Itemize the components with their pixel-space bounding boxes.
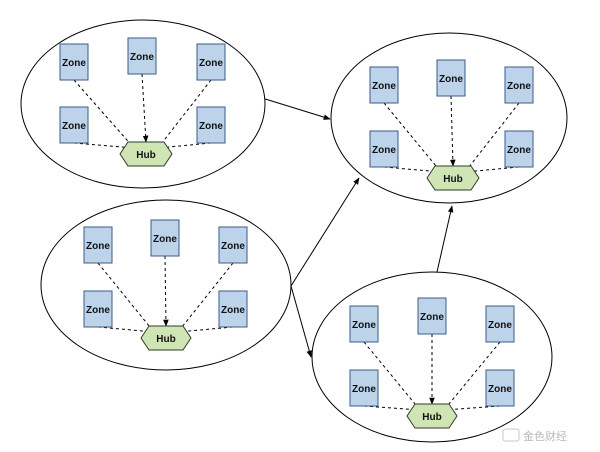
zone-box <box>504 66 534 104</box>
zone-box <box>218 290 248 328</box>
zone-label: Zone <box>221 241 245 252</box>
zone-to-hub-connector <box>464 102 520 173</box>
hub-hexagon <box>140 325 192 351</box>
zone-node: Zone <box>196 106 226 144</box>
hub-node: Hub <box>406 403 458 429</box>
zone-node: Zone <box>485 305 515 343</box>
zone-label: Zone <box>420 312 444 323</box>
zone-to-hub-connector <box>363 341 421 411</box>
zone-box <box>417 297 447 335</box>
zone-box <box>349 369 379 407</box>
zone-to-hub-connector <box>97 262 155 333</box>
hub-node: Hub <box>426 165 480 191</box>
watermark-logo-icon <box>502 428 520 442</box>
link-topleft-to-topright <box>261 97 331 120</box>
zone-node: Zone <box>504 130 534 168</box>
zone-node: Zone <box>369 66 399 104</box>
zone-node: Zone <box>196 43 226 81</box>
zone-label: Zone <box>352 320 376 331</box>
zone-label: Zone <box>153 234 177 245</box>
zone-node: Zone <box>485 369 515 407</box>
zone-label: Zone <box>439 74 463 85</box>
zone-label: Zone <box>352 384 376 395</box>
zone-node: Zone <box>349 305 379 343</box>
zone-box <box>196 106 226 144</box>
zone-box <box>83 290 113 328</box>
zone-label: Zone <box>199 121 223 132</box>
zone-label: Zone <box>507 145 531 156</box>
zone-box <box>504 130 534 168</box>
zone-node: Zone <box>59 43 89 81</box>
zone-node: Zone <box>349 369 379 407</box>
zone-box <box>59 106 89 144</box>
hub-label: Hub <box>422 412 441 423</box>
zone-label: Zone <box>221 305 245 316</box>
zone-box <box>349 305 379 343</box>
zone-node: Zone <box>127 37 157 75</box>
zone-node: Zone <box>218 226 248 264</box>
link-bottomright-to-topright <box>436 205 454 273</box>
zone-box <box>83 226 113 264</box>
zone-label: Zone <box>372 81 396 92</box>
zone-label: Zone <box>62 121 86 132</box>
hub-node: Hub <box>140 325 192 351</box>
hub-hexagon <box>426 165 480 191</box>
hub-label: Hub <box>156 334 175 345</box>
zone-to-hub-connector <box>157 79 212 149</box>
zone-node: Zone <box>150 219 180 257</box>
hub-hexagon <box>406 403 458 429</box>
zone-box <box>218 226 248 264</box>
zone-box <box>59 43 89 81</box>
zone-to-hub-connector <box>443 341 501 411</box>
zone-node: Zone <box>369 130 399 168</box>
zone-to-hub-connector <box>141 73 149 143</box>
zone-label: Zone <box>507 81 531 92</box>
zone-node: Zone <box>83 226 113 264</box>
watermark: 金色财经 <box>502 428 567 443</box>
zone-box <box>150 219 180 257</box>
zone-box <box>485 369 515 407</box>
hub-label: Hub <box>443 174 462 185</box>
zone-box <box>436 59 466 97</box>
zone-node: Zone <box>59 106 89 144</box>
zone-label: Zone <box>488 384 512 395</box>
zone-box <box>485 305 515 343</box>
link-middleleft-to-topright <box>290 177 360 287</box>
zone-label: Zone <box>199 58 223 69</box>
zone-label: Zone <box>130 52 154 63</box>
zone-node: Zone <box>83 290 113 328</box>
zone-to-hub-connector <box>177 262 234 333</box>
zone-node: Zone <box>504 66 534 104</box>
hub-node: Hub <box>119 141 173 167</box>
zone-label: Zone <box>86 241 110 252</box>
zone-label: Zone <box>86 305 110 316</box>
hub-links <box>261 97 454 358</box>
zone-box <box>369 66 399 104</box>
hub-hexagon <box>119 141 173 167</box>
zone-label: Zone <box>372 145 396 156</box>
zone-node: Zone <box>417 297 447 335</box>
zone-label: Zone <box>488 320 512 331</box>
watermark-text: 金色财经 <box>523 429 567 443</box>
zone-node: Zone <box>218 290 248 328</box>
link-middleleft-to-bottomright <box>290 285 312 358</box>
zone-box <box>196 43 226 81</box>
zone-label: Zone <box>62 58 86 69</box>
hub-label: Hub <box>136 150 155 161</box>
zone-box <box>369 130 399 168</box>
zone-node: Zone <box>436 59 466 97</box>
zone-to-hub-connector <box>383 102 442 173</box>
zone-box <box>127 37 157 75</box>
